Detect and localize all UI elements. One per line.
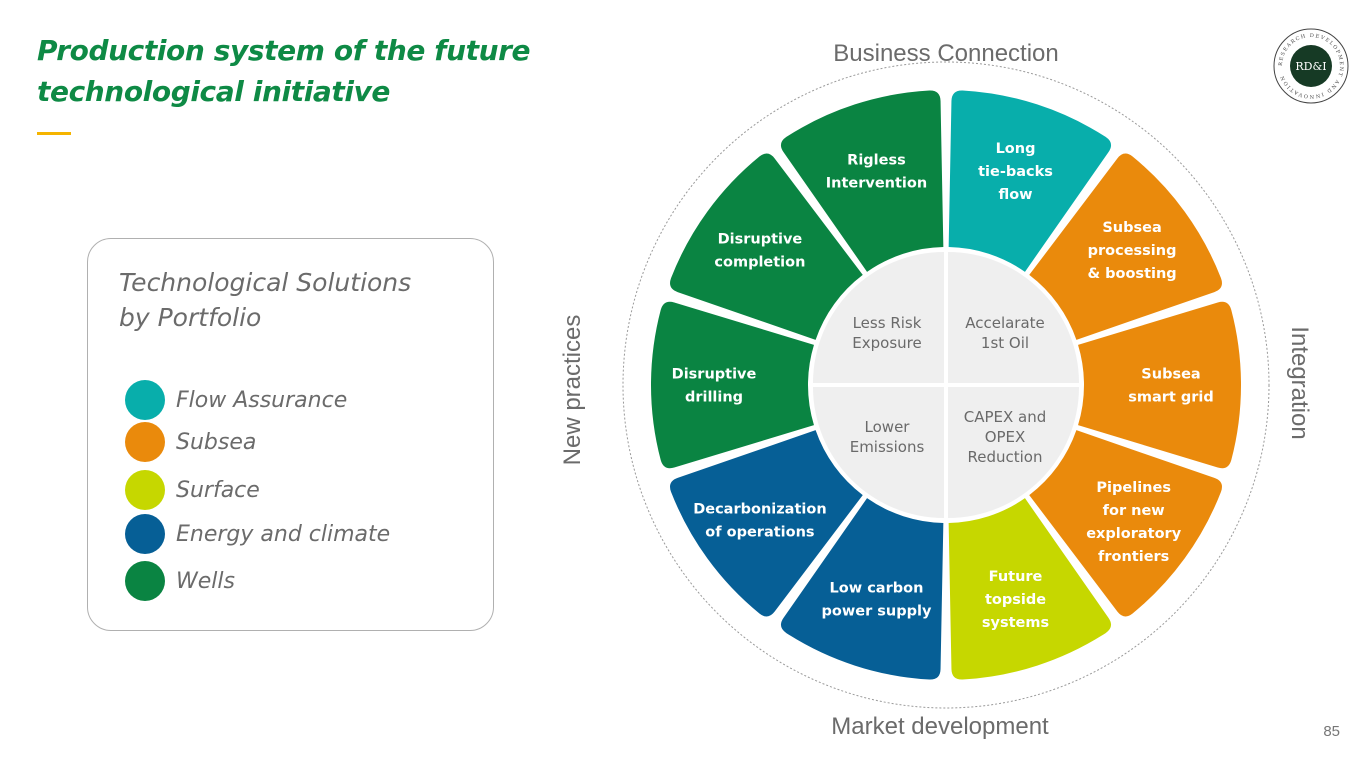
title-line-2: technological initiative — [37, 75, 391, 108]
label-market-development: Market development — [831, 713, 1049, 740]
petal-disruptive-completion — [670, 153, 863, 340]
label-new-practices: New practices — [559, 315, 586, 466]
petal-label-line: processing — [1088, 243, 1177, 259]
petal-future-topside-systems — [948, 498, 1112, 680]
petal-label-line: drilling — [685, 390, 743, 406]
petal-rigless-intervention — [780, 90, 944, 272]
center-label-line: Accelarate — [965, 314, 1045, 332]
legend-label-wells: Wells — [176, 568, 235, 594]
legend-label-surface: Surface — [176, 477, 260, 503]
petal-label-line: power supply — [822, 603, 932, 619]
subsea-dot-icon — [125, 422, 165, 462]
legend-item-surface: Surface — [125, 470, 260, 510]
petal-label-subsea-smart-grid: Subsea smart grid — [1128, 367, 1214, 406]
legend-label-flow-assurance: Flow Assurance — [176, 387, 348, 413]
petal-label-line: Disruptive — [672, 367, 757, 383]
petal-label-line: frontiers — [1098, 549, 1169, 565]
petal-label-line: for new — [1103, 503, 1165, 519]
legend-item-energy-and-climate: Energy and climate — [125, 514, 390, 554]
petal-label-line: & boosting — [1087, 266, 1176, 282]
center-quadrant-less-risk-exposure — [813, 252, 944, 383]
portfolio-legend-card: Technological Solutions by Portfolio Flo… — [87, 238, 494, 631]
rdi-logo: RESEARCH DEVELOPMENT AND INNOVATION RD&I — [1273, 28, 1349, 104]
petal-label-line: Future — [989, 569, 1043, 585]
slide-title: Production system of the future technolo… — [37, 30, 637, 112]
petal-label-line: of operations — [705, 525, 814, 541]
center-quadrant-lower-emissions — [813, 387, 944, 518]
center-label-line: Exposure — [852, 334, 921, 352]
center-label-line: Less Risk — [853, 314, 922, 332]
center-label-accelarate-1st-oil: Accelarate 1st Oil — [965, 314, 1045, 352]
petal-label-disruptive-completion: Disruptive completion — [714, 231, 805, 270]
petal-label-line: Intervention — [826, 176, 927, 192]
title-line-1: Production system of the future — [37, 34, 531, 67]
center-quadrant-accelarate-1st-oil — [948, 252, 1079, 383]
petal-label-line: Long — [996, 141, 1036, 157]
petal-label-line: Pipelines — [1096, 480, 1171, 496]
label-integration: Integration — [1286, 326, 1313, 439]
center-label-line: CAPEX and — [964, 408, 1047, 426]
petal-disruptive-drilling — [650, 301, 814, 469]
petal-pipelines-for-new-exploratory-frontiers — [1029, 430, 1222, 617]
petal-label-line: Disruptive — [718, 231, 803, 247]
outer-dashed-ring — [622, 61, 1270, 709]
petal-label-line: Subsea — [1141, 367, 1200, 383]
petal-label-line: Low carbon — [830, 580, 924, 596]
petal-long-tie-backs-flow — [948, 90, 1112, 272]
petal-label-low-carbon-power-supply: Low carbon power supply — [822, 580, 932, 619]
center-quadrant-capex-and-opex-reduction — [948, 387, 1079, 518]
wells-dot-icon — [125, 561, 165, 601]
petal-label-line: Subsea — [1102, 220, 1161, 236]
energy-and-climate-dot-icon — [125, 514, 165, 554]
center-label-line: OPEX — [985, 428, 1026, 446]
petal-subsea-smart-grid — [1078, 301, 1242, 469]
petal-label-line: completion — [714, 254, 805, 270]
legend-heading-line-1: Technological Solutions — [119, 268, 412, 297]
petal-label-line: systems — [982, 615, 1049, 631]
petal-label-subsea-processing-boosting: Subsea processing & boosting — [1087, 220, 1176, 282]
title-accent-bar — [37, 132, 71, 135]
petal-label-decarbonization-of-operations: Decarbonization of operations — [693, 502, 826, 541]
petal-label-line: tie-backs — [978, 164, 1053, 180]
petal-low-carbon-power-supply — [780, 498, 944, 680]
petal-label-line: Decarbonization — [693, 502, 826, 518]
petal-decarbonization-of-operations — [670, 430, 863, 617]
legend-item-flow-assurance: Flow Assurance — [125, 380, 347, 420]
legend-heading: Technological Solutions by Portfolio — [119, 265, 479, 335]
legend-label-energy-and-climate: Energy and climate — [176, 521, 391, 547]
label-business-connection: Business Connection — [833, 40, 1058, 67]
petal-label-line: exploratory — [1086, 526, 1181, 542]
petal-label-line: Rigless — [847, 153, 906, 169]
logo-text: RD&I — [1295, 60, 1326, 73]
surface-dot-icon — [125, 470, 165, 510]
petal-label-line: flow — [998, 187, 1032, 203]
flow-assurance-dot-icon — [125, 380, 165, 420]
petal-label-pipelines-for-new-exploratory-frontiers: Pipelines for new exploratory frontiers — [1086, 480, 1181, 565]
legend-heading-line-2: by Portfolio — [119, 303, 262, 332]
petal-label-future-topside-systems: Future topside systems — [982, 569, 1049, 631]
center-label-line: Lower — [865, 418, 911, 436]
page-number: 85 — [1323, 723, 1340, 740]
petal-label-line: topside — [985, 592, 1046, 608]
petal-subsea-processing-boosting — [1029, 153, 1222, 340]
center-label-line: Emissions — [850, 438, 925, 456]
legend-item-wells: Wells — [125, 561, 235, 601]
petal-label-line: smart grid — [1128, 390, 1214, 406]
legend-label-subsea: Subsea — [176, 429, 257, 455]
petal-label-disruptive-drilling: Disruptive drilling — [672, 367, 757, 406]
legend-item-subsea: Subsea — [125, 422, 256, 462]
center-label-line: 1st Oil — [981, 334, 1029, 352]
center-label-line: Reduction — [968, 448, 1043, 466]
petal-label-long-tie-backs-flow: Long tie-backs flow — [978, 141, 1053, 203]
